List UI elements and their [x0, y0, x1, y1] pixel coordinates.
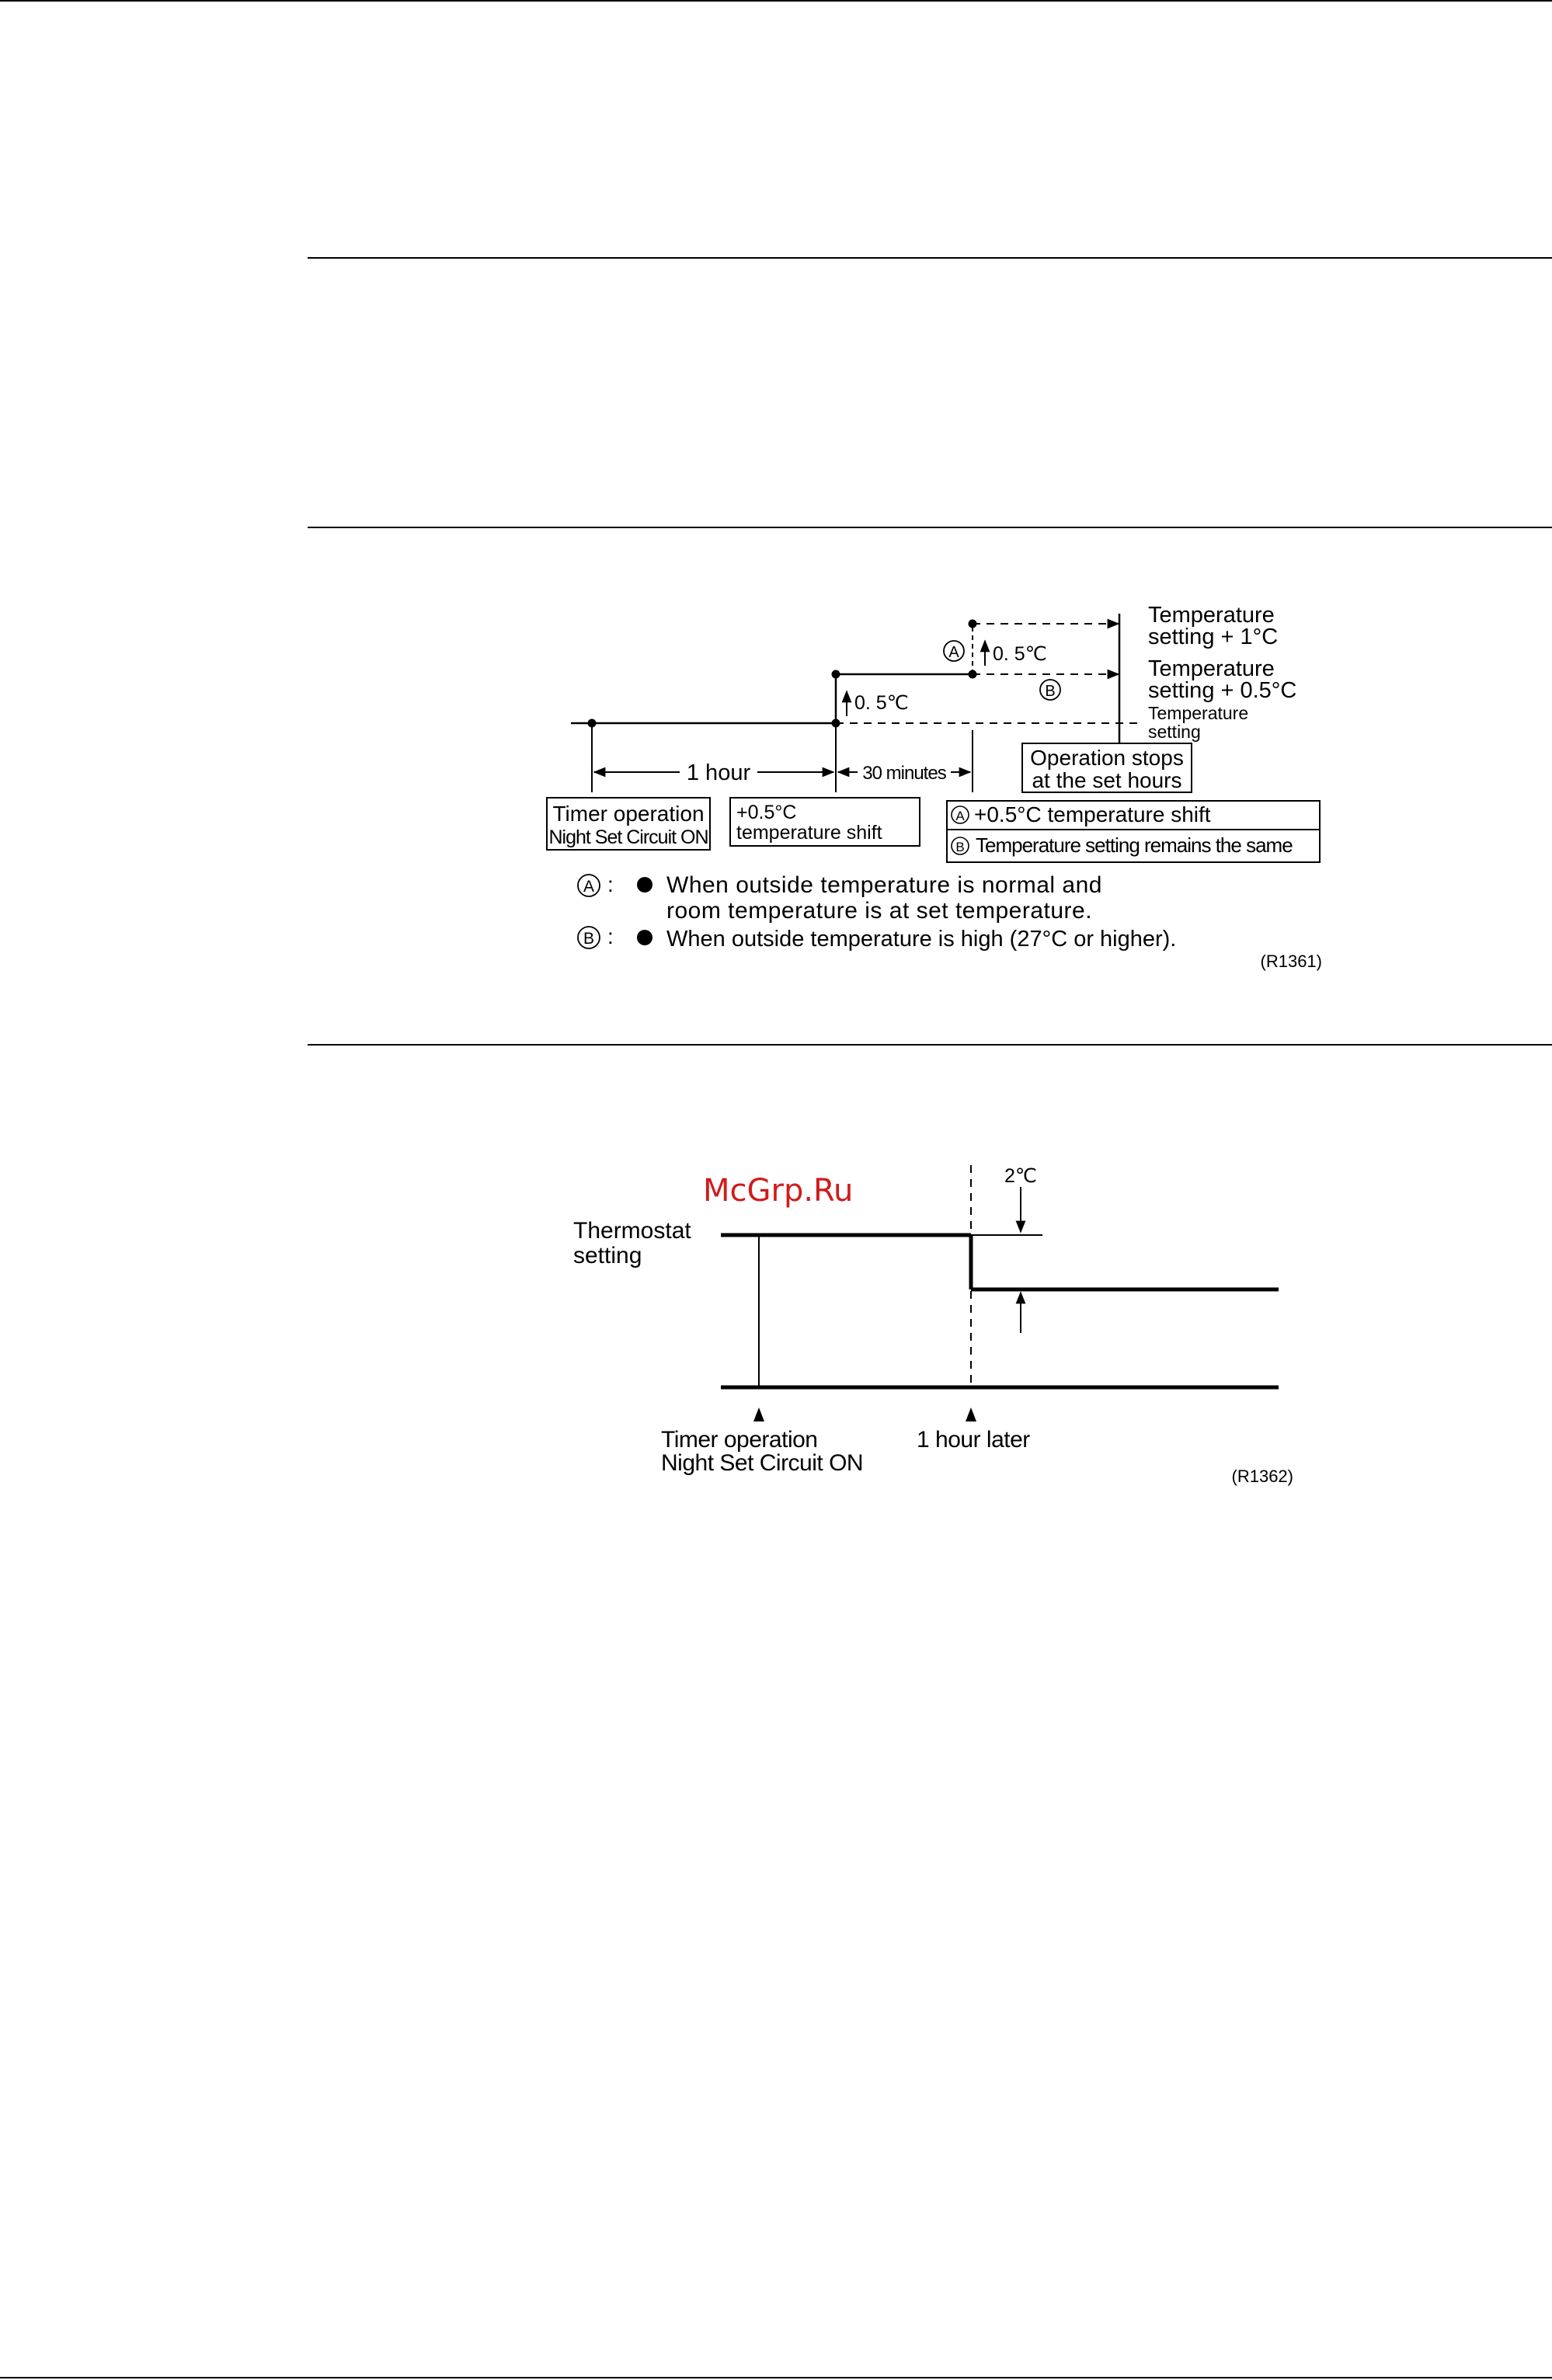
- box-timer-line1: Timer operation: [552, 802, 704, 826]
- box-shift-line1: +0.5°C: [736, 802, 796, 823]
- label-plus05: Temperature setting + 0.5°C: [1148, 656, 1296, 703]
- section-rule-1: [308, 257, 1552, 259]
- drop-label: 2℃: [1004, 1165, 1037, 1187]
- legend-a-line1: When outside temperature is normal and: [666, 872, 1102, 898]
- thermostat-label-line2: setting: [573, 1243, 642, 1268]
- label-plus05-line1: Temperature: [1148, 656, 1275, 681]
- thermostat-diagram: McGrp.Ru 2℃ Thermostat setting Timer ope…: [573, 1165, 1293, 1486]
- circle-a-letter: A: [948, 644, 959, 661]
- label-plus1-line2: setting + 1°C: [1148, 625, 1278, 649]
- circle-a-icon: [943, 640, 965, 662]
- watermark: McGrp.Ru: [703, 1173, 853, 1209]
- box-stop: [1021, 743, 1192, 793]
- hour-later-label: 1 hour later: [917, 1427, 1030, 1453]
- shift-label-1: 0. 5℃: [854, 692, 909, 714]
- label-plus05-line2: setting + 0.5°C: [1148, 678, 1296, 703]
- box-shift: [729, 797, 920, 847]
- legend-b-letter: B: [583, 930, 594, 948]
- label-setting-line1: Temperature: [1148, 703, 1248, 723]
- legend-a-letter: A: [583, 878, 594, 896]
- box-result-a: +0.5°C temperature shift: [974, 802, 1211, 826]
- legend-a-bullet: [637, 877, 652, 893]
- thermostat-label-line1: Thermostat: [573, 1218, 691, 1244]
- top-rule: [0, 0, 1552, 2]
- box-result-b: Temperature setting remains the same: [976, 833, 1293, 857]
- legend-a-line2: room temperature is at set temperature.: [666, 898, 1092, 924]
- timer-marker-icon: [753, 1407, 764, 1421]
- circle-b-icon: [1039, 679, 1061, 701]
- result-a-letter: A: [955, 809, 965, 823]
- figure-code-1: (R1361): [1261, 952, 1322, 971]
- section-rule-3: [308, 1044, 1552, 1046]
- legend-b-colon: :: [607, 924, 614, 948]
- legend-a-icon: [577, 874, 600, 897]
- box-timer-line2: Night Set Circuit ON: [548, 826, 708, 848]
- box-timer: [546, 797, 711, 851]
- label-setting: Temperature setting: [1148, 703, 1254, 742]
- box-stop-line1: Operation stops: [1030, 746, 1184, 770]
- shift-label-a: 0. 5℃: [993, 643, 1047, 665]
- second-shift-dot: [968, 670, 977, 679]
- figure-code-2: (R1362): [1232, 1467, 1293, 1486]
- circle-b-letter: B: [1045, 683, 1055, 700]
- legend-b-line: When outside temperature is high (27°C o…: [666, 927, 1176, 952]
- timer-label-line2: Night Set Circuit ON: [661, 1450, 863, 1476]
- timer-label-line1: Timer operation: [661, 1427, 817, 1453]
- result-a-icon: [951, 806, 969, 824]
- legend-b-icon: [577, 926, 600, 949]
- label-plus1: Temperature setting + 1°C: [1148, 603, 1281, 649]
- box-shift-line2: temperature shift: [736, 822, 882, 844]
- thermostat-label: Thermostat setting: [573, 1218, 698, 1268]
- timer-label: Timer operation Night Set Circuit ON: [661, 1427, 863, 1476]
- shift-dot-upper: [831, 670, 840, 679]
- bottom-rule: [0, 2377, 1552, 2378]
- legend-b-bullet: [637, 930, 652, 945]
- result-b-icon: [951, 837, 969, 855]
- interval-1-label: 1 hour: [687, 760, 751, 785]
- legend-a-colon: :: [607, 872, 614, 896]
- box-result: [946, 800, 1321, 863]
- result-b-letter: B: [955, 840, 964, 854]
- second-shift-dot-upper: [968, 619, 977, 628]
- label-setting-line2: setting: [1148, 722, 1201, 742]
- box-stop-line2: at the set hours: [1032, 768, 1181, 792]
- label-plus1-line1: Temperature: [1148, 603, 1275, 628]
- hour-marker-icon: [966, 1407, 976, 1421]
- section-rule-2: [308, 527, 1552, 528]
- interval-2-label: 30 minutes: [862, 763, 946, 784]
- temperature-shift-diagram: 0. 5℃ 0. 5℃ A B Temperature setting + 1°…: [546, 603, 1322, 971]
